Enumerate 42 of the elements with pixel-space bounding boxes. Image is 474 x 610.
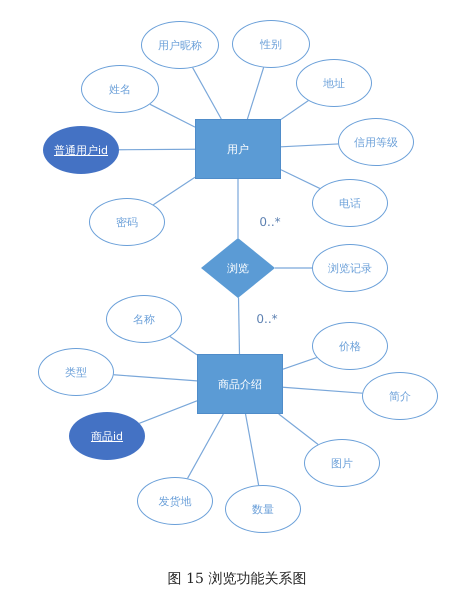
attribute-ellipse: 浏览记录 [312,244,388,292]
connector-line [282,386,362,394]
connector-line [153,176,196,206]
connector-line [280,143,338,148]
attribute-ellipse: 发货地 [137,477,213,525]
attribute-ellipse: 类型 [38,348,114,396]
connector-line [192,67,222,120]
entity-box: 商品介绍 [197,354,283,414]
attribute-ellipse: 信用等级 [338,118,414,166]
entity-box: 用户 [195,119,281,179]
key-attribute-ellipse: 普通用户id [43,126,119,174]
attribute-ellipse: 用户昵称 [141,21,219,69]
attribute-ellipse: 简介 [362,372,438,420]
connector-line [170,336,198,356]
connector-line [150,104,196,128]
cardinality-label: 0..* [259,215,281,229]
attribute-ellipse: 数量 [225,485,301,533]
cardinality-label: 0..* [256,312,278,326]
connector-line [119,148,195,150]
connector-line [139,400,198,424]
connector-line [278,414,318,445]
connector-line [237,179,239,238]
attribute-ellipse: 性别 [232,20,310,68]
key-attribute-ellipse: 商品id [69,412,145,460]
connector-line [187,414,224,479]
connector-line [280,100,309,120]
connector-line [246,67,264,120]
attribute-ellipse: 图片 [304,439,380,487]
attribute-ellipse: 地址 [296,59,372,107]
attribute-ellipse: 电话 [312,179,388,227]
attribute-ellipse: 价格 [312,322,388,370]
connector-line [275,267,312,269]
connector-line [282,356,317,370]
attribute-ellipse: 姓名 [81,65,159,113]
connector-line [114,374,198,382]
connector-line [244,414,260,486]
connector-line [238,298,240,354]
figure-caption: 图 15 浏览功能关系图 [166,570,308,588]
relationship-diamond: 浏览 [201,238,275,298]
attribute-ellipse: 密码 [89,198,165,246]
attribute-ellipse: 名称 [106,295,182,343]
connector-line [280,169,320,189]
